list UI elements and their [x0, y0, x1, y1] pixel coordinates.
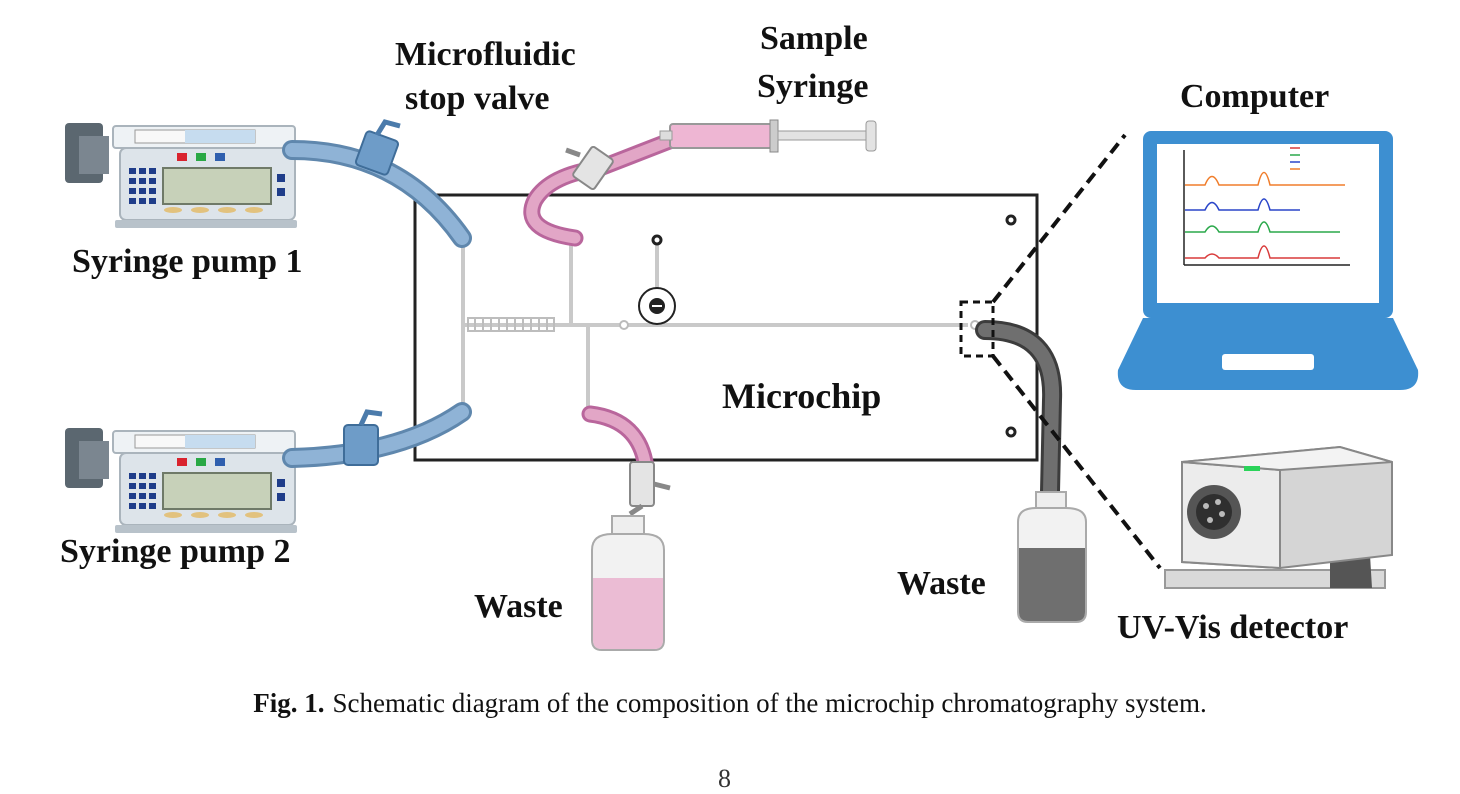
uv-vis-detector-icon: [1164, 445, 1393, 589]
label-waste-right: Waste: [897, 565, 986, 602]
sample-syringe-icon: [659, 119, 877, 153]
syringe-pump-2-icon: [64, 427, 298, 534]
label-stop-valve-line2: stop valve: [405, 80, 550, 117]
waste-bottle-right-icon: [1017, 491, 1087, 623]
detection-window: [959, 133, 1162, 570]
computer-icon: [1117, 131, 1419, 390]
onchip-valve-icon: [638, 287, 676, 325]
label-waste-left: Waste: [474, 588, 563, 625]
page-number: 8: [718, 764, 731, 793]
label-computer: Computer: [1180, 78, 1330, 115]
stop-valve-bottom-icon: [343, 409, 383, 466]
mixer-channel: [467, 317, 555, 332]
caption-text: Schematic diagram of the composition of …: [332, 688, 1207, 718]
waste-bottle-left-icon: [591, 515, 665, 651]
figure-caption: Fig. 1.Schematic diagram of the composit…: [0, 688, 1460, 719]
label-syringe-line2: Syringe: [757, 68, 869, 105]
stop-valve-top-icon: [354, 119, 401, 176]
microchip: [413, 193, 1039, 462]
label-sample-line1: Sample: [760, 20, 868, 57]
waste-valve-icon: [628, 461, 671, 517]
label-uv-vis-detector: UV-Vis detector: [1117, 609, 1349, 646]
sample-valve-icon: [565, 145, 614, 191]
syringe-pump-1-icon: [65, 123, 297, 228]
label-syringe-pump-2: Syringe pump 2: [60, 533, 291, 570]
label-syringe-pump-1: Syringe pump 1: [72, 243, 303, 280]
label-microfluidic-line1: Microfluidic: [395, 36, 576, 73]
figure-number: Fig. 1.: [253, 688, 325, 718]
label-microchip: Microchip: [722, 376, 882, 416]
outlet-tubing: [975, 320, 1063, 502]
